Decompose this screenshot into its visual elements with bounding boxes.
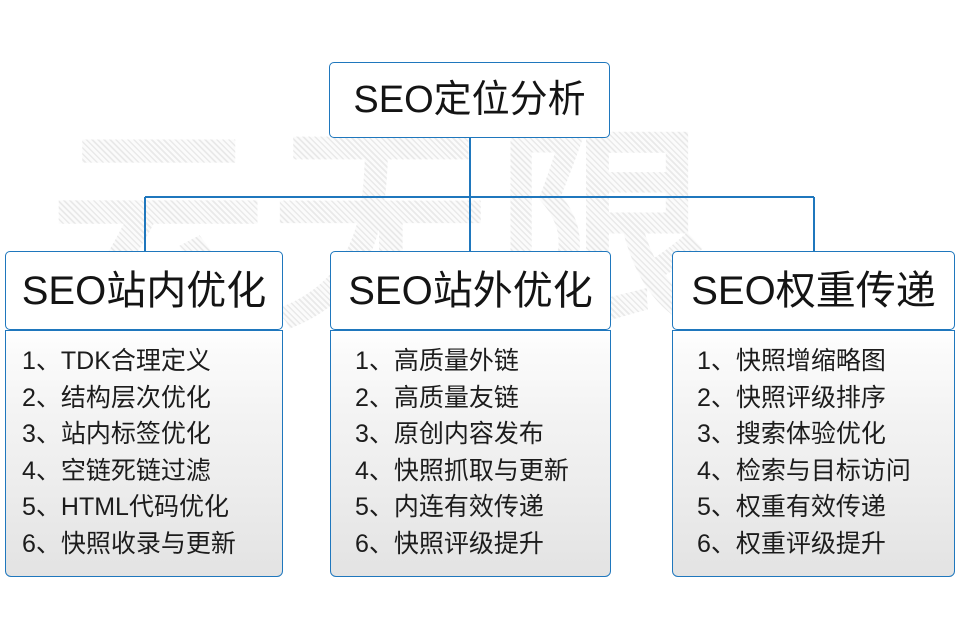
list-item: 2、高质量友链 [355,383,519,412]
column-body-seo-weight: 1、快照增缩略图 2、快照评级排序 3、搜索体验优化 4、检索与目标访问 5、权… [672,330,955,577]
list-item: 6、权重评级提升 [697,529,886,558]
list-item: 3、原创内容发布 [355,420,544,448]
column-header-seo-weight[interactable]: SEO权重传递 [672,251,955,330]
list-item: 6、快照收录与更新 [22,529,236,558]
list-item: 3、搜索体验优化 [697,420,886,448]
list-item: 1、TDK合理定义 [22,347,211,375]
list-item: 6、快照评级提升 [355,529,544,558]
column-header-seo-offsite[interactable]: SEO站外优化 [330,251,611,330]
column-body-seo-offsite: 1、高质量外链 2、高质量友链 3、原创内容发布 4、快照抓取与更新 5、内连有… [330,330,611,577]
column-header-label: SEO站内优化 [21,268,267,313]
list-item: 2、快照评级排序 [697,383,886,412]
list-item: 1、快照增缩略图 [697,347,886,375]
column-header-label: SEO权重传递 [691,268,936,313]
list-item: 2、结构层次优化 [22,383,211,412]
column-item-list: 1、TDK合理定义 2、结构层次优化 3、站内标签优化 4、空链死链过滤 5、H… [6,343,282,562]
column-body-seo-onsite: 1、TDK合理定义 2、结构层次优化 3、站内标签优化 4、空链死链过滤 5、H… [5,330,283,577]
list-item: 5、HTML代码优化 [22,493,229,521]
root-node-label: SEO定位分析 [353,79,586,121]
list-item: 4、检索与目标访问 [697,456,911,485]
column-item-list: 1、快照增缩略图 2、快照评级排序 3、搜索体验优化 4、检索与目标访问 5、权… [673,343,954,562]
list-item: 5、内连有效传递 [355,493,544,521]
column-header-seo-onsite[interactable]: SEO站内优化 [5,251,283,330]
column-item-list: 1、高质量外链 2、高质量友链 3、原创内容发布 4、快照抓取与更新 5、内连有… [331,343,610,562]
list-item: 1、高质量外链 [355,347,519,375]
list-item: 4、快照抓取与更新 [355,456,569,485]
column-header-label: SEO站外优化 [348,268,593,313]
list-item: 5、权重有效传递 [697,493,886,521]
list-item: 3、站内标签优化 [22,420,211,448]
root-node[interactable]: SEO定位分析 [329,62,610,138]
list-item: 4、空链死链过滤 [22,456,211,485]
